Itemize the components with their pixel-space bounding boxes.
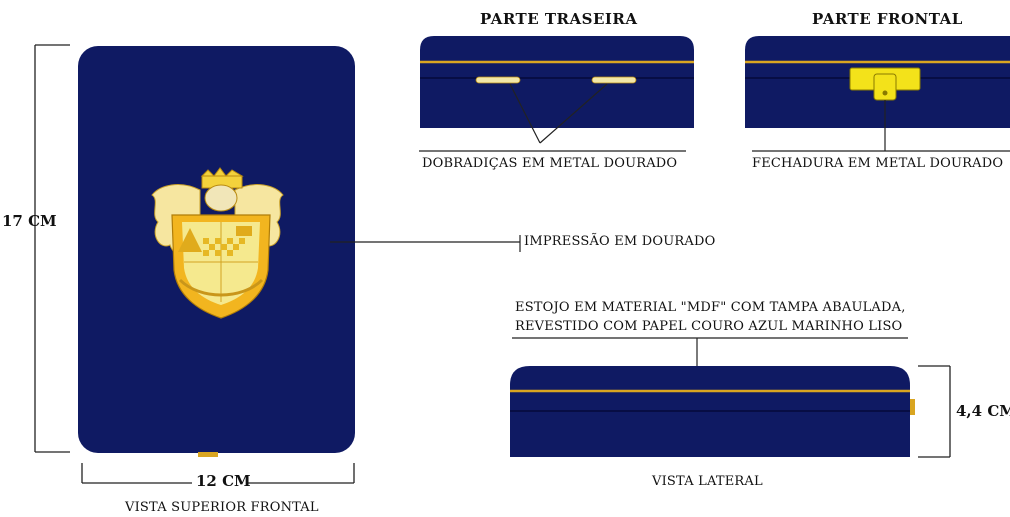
lock-callout-line: [752, 100, 1010, 152]
side-height-dimension-line: [918, 365, 951, 458]
side-height-label: 4,4 CM: [956, 402, 1010, 420]
print-callout-label: IMPRESSÃO EM DOURADO: [524, 234, 716, 249]
width-label: 12 CM: [196, 472, 251, 490]
case-back-view: [420, 36, 694, 128]
height-label: 17 CM: [2, 212, 57, 230]
front-view-title: PARTE FRONTAL: [812, 10, 963, 28]
height-dimension-line: [34, 44, 70, 453]
material-callout-line: [512, 337, 908, 366]
width-dimension-line: [81, 463, 355, 484]
lock-callout-label: FECHADURA EM METAL DOURADO: [752, 156, 1004, 171]
hinge-right: [591, 76, 637, 84]
back-view-title: PARTE TRASEIRA: [480, 10, 638, 28]
print-callout-line: [330, 235, 521, 252]
top-view-caption: VISTA SUPERIOR FRONTAL: [125, 500, 319, 515]
material-note-line1: ESTOJO EM MATERIAL "MDF" COM TAMPA ABAUL…: [515, 300, 906, 315]
clasp-tab: [198, 452, 218, 457]
case-front-view: [745, 36, 1010, 128]
material-note-line2: REVESTIDO COM PAPEL COURO AZUL MARINHO L…: [515, 319, 903, 334]
side-clasp: [910, 399, 915, 415]
hinges-callout-label: DOBRADIÇAS EM METAL DOURADO: [422, 156, 678, 171]
lock-hasp: [873, 73, 897, 101]
side-view-caption: VISTA LATERAL: [652, 474, 763, 489]
coat-of-arms-icon: [151, 167, 284, 319]
hinge-left: [475, 76, 521, 84]
case-side-view: [510, 366, 915, 457]
hinges-callout-line: [419, 83, 686, 152]
